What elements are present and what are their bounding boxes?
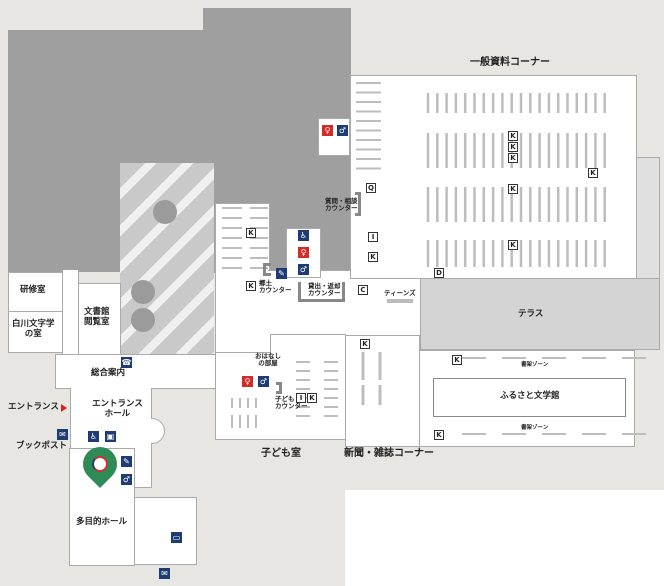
- room-shirakawa[interactable]: [8, 311, 63, 353]
- local-counter[interactable]: [263, 263, 271, 276]
- marker-d: D: [434, 268, 444, 278]
- restroom-icon: ♂: [121, 474, 132, 485]
- reference-counter[interactable]: [355, 192, 361, 216]
- label-teens: ティーンズ: [384, 289, 416, 297]
- marker-k: K: [508, 184, 518, 194]
- marker-k: K: [508, 131, 518, 141]
- marker-k: K: [588, 168, 598, 178]
- restroom-female-icon: ♀: [322, 125, 333, 136]
- restroom-male-icon: ♂: [298, 264, 309, 275]
- marker-k: K: [452, 355, 462, 365]
- teens-shelf: [387, 299, 413, 303]
- label-terrace: テラス: [518, 309, 544, 319]
- marker-q: Q: [366, 183, 376, 193]
- newspaper-area: [345, 335, 420, 447]
- tree: [153, 200, 177, 224]
- restroom-female-icon: ♀: [298, 247, 309, 258]
- marker-i: I: [368, 232, 378, 242]
- label-entrance[interactable]: エントランス: [8, 402, 59, 412]
- label-archives: 文書館 閲覧室: [84, 307, 110, 327]
- furusato-room[interactable]: [433, 378, 626, 417]
- tree: [131, 308, 155, 332]
- marker-k: K: [434, 430, 444, 440]
- hall-annex: [134, 497, 197, 565]
- restroom-male-icon: ♂: [337, 125, 348, 136]
- label-general-corner: 一般資料コーナー: [470, 57, 550, 68]
- label-multi-hall: 多目的ホール: [76, 517, 128, 527]
- marker-k: K: [508, 153, 518, 163]
- marker-k: K: [360, 339, 370, 349]
- label-entrance-hall: エントランス ホール: [92, 399, 143, 419]
- entrance-arrow-icon: [61, 404, 67, 412]
- lending-counter[interactable]: [298, 282, 345, 302]
- label-kids-counter: 子ども カウンター: [275, 395, 308, 411]
- baby-care-icon: ▣: [105, 431, 116, 442]
- wheelchair-icon: ♿: [298, 230, 309, 241]
- outside-area: [345, 490, 664, 586]
- wheelchair-icon: ♿: [88, 431, 99, 442]
- restroom-male-icon: ♂: [258, 376, 269, 387]
- restroom-block-north: [318, 118, 350, 156]
- room-archives[interactable]: [78, 283, 121, 356]
- label-story-room[interactable]: おはなし の部屋: [255, 352, 281, 368]
- east-strip: [636, 157, 660, 280]
- marker-k: K: [246, 281, 256, 291]
- label-stack-zone-1: 書架ゾーン: [521, 362, 549, 368]
- label-newspaper: 新聞・雑誌コーナー: [344, 448, 434, 459]
- marker-k: K: [368, 252, 378, 262]
- label-shirakawa: 白川文字学 の室: [12, 319, 55, 339]
- book-post-icon: ✉: [159, 568, 170, 579]
- marker-i: I: [296, 393, 306, 403]
- restroom-female-icon: ♀: [242, 376, 253, 387]
- marker-k: K: [508, 142, 518, 152]
- label-book-post: ブックポスト: [16, 441, 68, 451]
- kids-upper: [270, 334, 346, 359]
- kids-room[interactable]: [215, 352, 346, 440]
- label-kids-room: 子ども室: [261, 448, 301, 459]
- elevator-icon: ▭: [171, 532, 182, 543]
- label-stack-zone-2: 書架ゾーン: [521, 425, 549, 431]
- label-local-counter: 郷土 カウンター: [259, 279, 292, 295]
- marker-k: K: [307, 393, 317, 403]
- marker-k: K: [246, 228, 256, 238]
- label-reference-counter: 質問・相談 カウンター: [325, 197, 358, 213]
- baby-care-icon: ✎: [121, 456, 132, 467]
- label-info: 総合案内: [91, 368, 126, 378]
- label-kensyu: 研修室: [20, 285, 46, 295]
- label-lending-counter: 貸出・返却 カウンター: [308, 282, 341, 298]
- baby-care-icon: ✎: [276, 268, 287, 279]
- book-post-icon: ✉: [57, 429, 68, 440]
- marker-k: K: [508, 240, 518, 250]
- label-furusato: ふるさと文学館: [500, 391, 560, 401]
- pin-center: [92, 456, 108, 472]
- phone-icon: ☎: [121, 357, 132, 368]
- terrace[interactable]: [420, 278, 660, 350]
- marker-c: C: [358, 285, 368, 295]
- tree: [131, 280, 155, 304]
- kids-counter[interactable]: [276, 382, 282, 394]
